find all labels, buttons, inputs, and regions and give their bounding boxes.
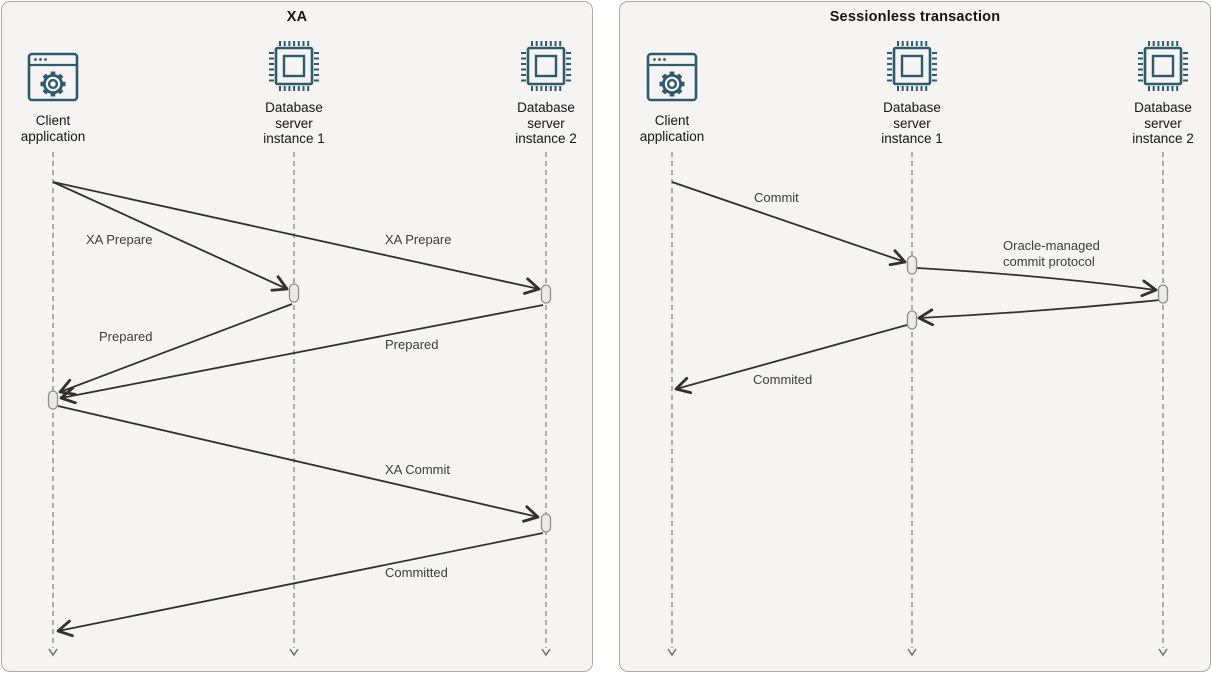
message-label: Prepared [385,337,439,352]
lifeline-end-arrow [667,648,677,657]
activation-db1 [906,255,918,275]
panel-sessionless-transaction: Sessionless transaction Client [619,1,1211,672]
actor-label: Client application [20,113,86,144]
message-arrows [671,181,1161,395]
message-label: XA Commit [385,462,451,477]
message-label: Commited [753,372,813,387]
arrow-prepared-1 [58,303,293,396]
cpu-chip-icon [887,41,937,91]
activation-db2-commit [540,513,552,533]
actor-client-application: Client application [607,48,737,144]
cpu-chip-icon [521,41,571,91]
app-window-gear-icon [27,52,79,102]
activation-markers [906,255,1169,330]
panel-xa: XA Client application [1,1,593,672]
arrow-oracle-commit-protocol [916,267,1158,298]
activation-db1-return [906,310,918,330]
panel-title: Sessionless transaction [829,9,1001,25]
actor-db-instance-2: Database server instance 2 [1098,38,1212,147]
sequence-diagram-sessionless [667,152,1169,657]
app-window-gear-icon [646,52,698,102]
arrow-committed [56,532,544,638]
message-label: Prepared [99,329,153,344]
lifeline-end-arrow [289,648,299,657]
message-label: XA Prepare [86,232,153,247]
actor-label: Database server instance 2 [1132,100,1194,146]
message-label: Committed [385,565,448,580]
message-label: Commit [754,190,799,205]
lifeline-end-arrow [48,648,58,657]
arrow-oracle-commit-return [917,299,1161,327]
cpu-chip-icon [1138,41,1188,91]
arrow-prepared-2 [59,304,544,405]
actor-label: Database server instance 1 [263,100,325,146]
panel-title: XA [286,9,308,25]
actor-db-instance-1: Database server instance 1 [229,38,359,147]
arrow-xa-commit [57,405,540,523]
arrow-commit [671,181,907,267]
activation-db2 [540,284,552,304]
lifeline-end-arrow [541,648,551,657]
sequence-diagram-xa [47,152,552,657]
actor-client-application: Client application [0,48,118,144]
activation-client [47,390,59,410]
lifeline-end-arrow [907,648,917,657]
arrow-commited [674,324,908,395]
activation-db2 [1157,284,1169,304]
lifeline-end-arrow [1158,648,1168,657]
cpu-chip-icon [269,41,319,91]
message-label-multiline: Oracle-managed commit protocol [1003,238,1100,269]
arrow-xa-prepare-2 [52,181,541,295]
actor-label: Database server instance 2 [515,100,577,146]
actor-db-instance-2: Database server instance 2 [481,38,611,147]
actor-label: Database server instance 1 [881,100,943,146]
actor-db-instance-1: Database server instance 1 [847,38,977,147]
actor-label: Client application [639,113,705,144]
lifelines [48,152,551,657]
message-label: XA Prepare [385,232,452,247]
activation-markers [47,283,552,533]
arrow-xa-prepare-1 [52,181,289,292]
message-arrows [52,181,544,638]
lifelines [667,152,1168,657]
activation-db1 [288,283,300,303]
